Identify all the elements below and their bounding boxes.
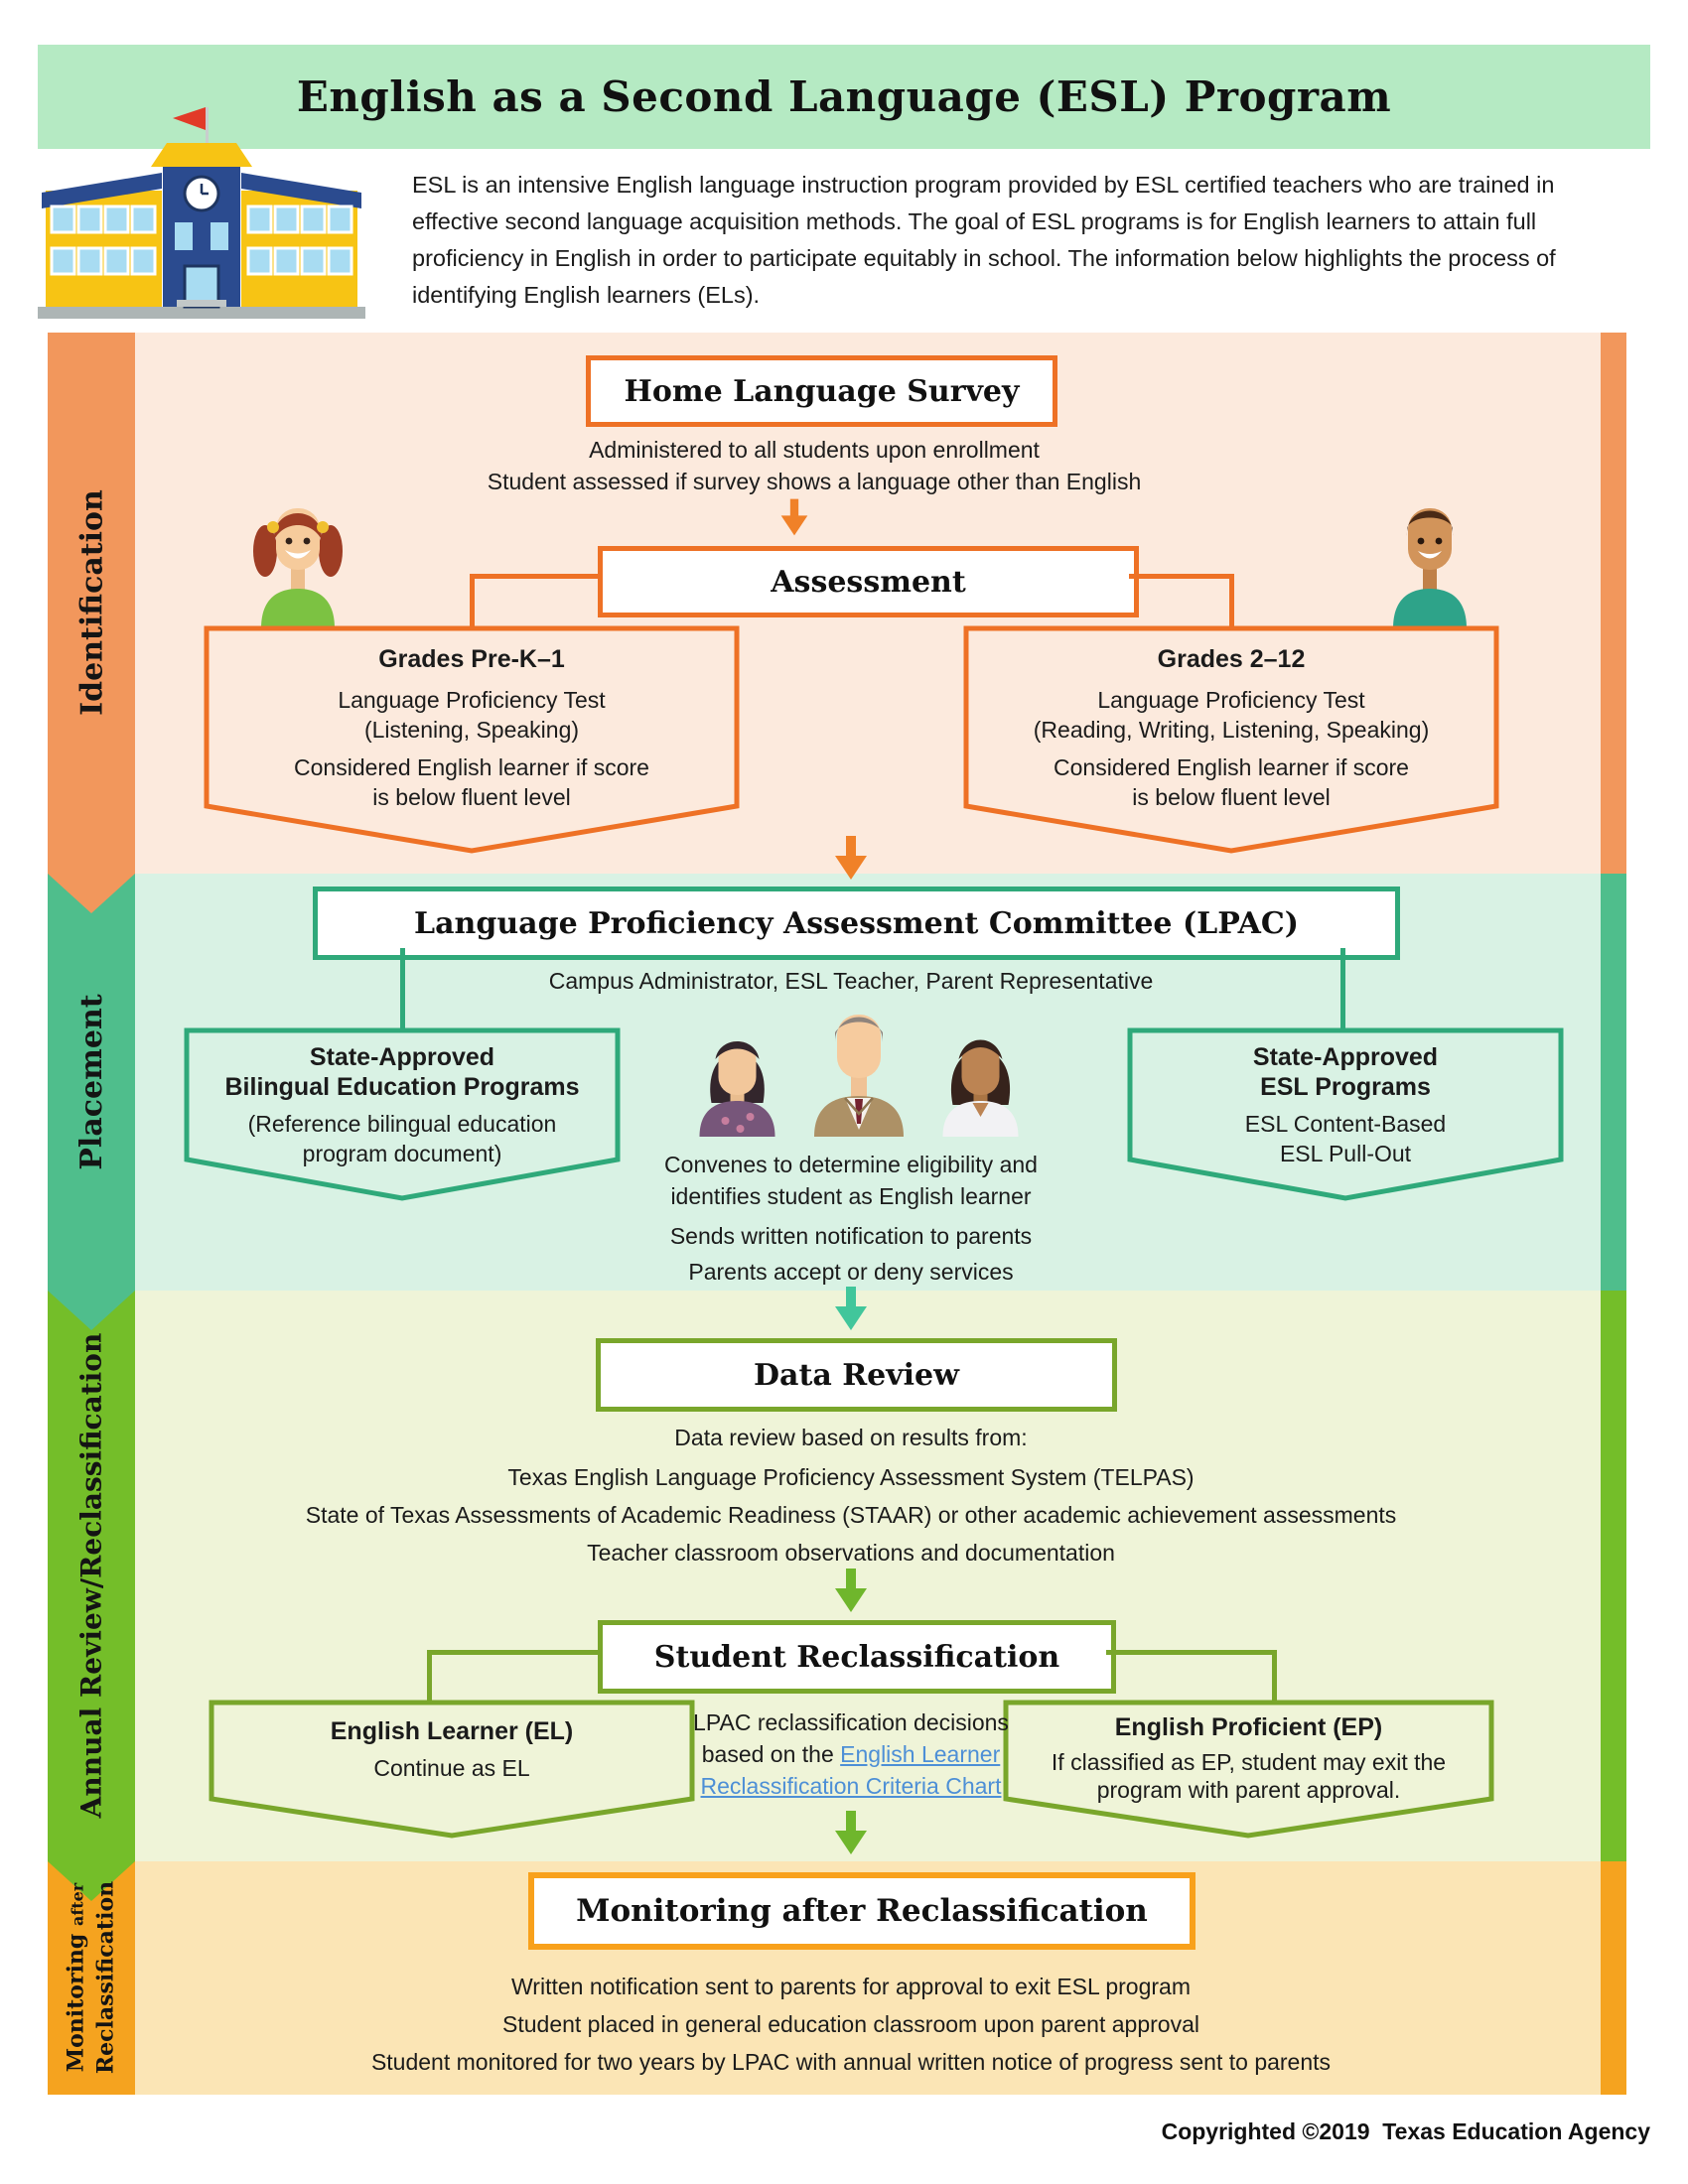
copyright-notice: Copyrighted ©2019 Texas Education Agency (1161, 2118, 1650, 2144)
sidebar-label-annual-review: Annual Review/Reclassification (74, 1332, 107, 1819)
girl-student-avatar (253, 508, 343, 628)
lpac-action-1b: identifies student as English learner (670, 1183, 1032, 1209)
english-learner-pennant: English Learner (EL) Continue as EL (209, 1700, 695, 1839)
sidebar-segment-placement (48, 874, 135, 1330)
window-grid-right (246, 205, 353, 276)
annual-review-right-strip (1601, 1291, 1626, 1861)
sidebar-label-monitoring: Monitoring after Reclassification (63, 1880, 119, 2075)
flag-pole (206, 107, 209, 147)
sidebar-label-identification: Identification (74, 489, 109, 716)
down-arrow-icon (835, 1569, 867, 1612)
intro-text: ESL is an intensive English language ins… (412, 172, 1556, 308)
sidebar-segment-identification (48, 333, 135, 913)
lpac-members: Campus Administrator, ESL Teacher, Paren… (548, 968, 1154, 994)
lpac-action-3: Parents accept or deny services (688, 1259, 1014, 1285)
sidebar-segment-monitoring (48, 1861, 135, 2095)
committee-member-avatar-1 (699, 1041, 775, 1137)
connector (400, 948, 405, 1031)
boy-student-avatar (1393, 508, 1467, 628)
lpac-box: Language Proficiency Assessment Committe… (313, 887, 1400, 960)
monitoring-note-2: Student placed in general education clas… (502, 2011, 1199, 2037)
connector (427, 1650, 432, 1704)
reclassification-note-2: based on the English Learner (701, 1741, 1001, 1767)
student-reclassification-box: Student Reclassification (598, 1620, 1116, 1694)
connector (1272, 1650, 1277, 1704)
connector (1129, 574, 1234, 579)
committee-member-avatar-3 (942, 1039, 1019, 1137)
bilingual-programs-pennant: State-Approved Bilingual Education Progr… (184, 1027, 621, 1201)
down-arrow-icon (780, 498, 808, 536)
connector (427, 1650, 598, 1655)
assessment-box: Assessment (598, 546, 1139, 617)
hls-note-2: Student assessed if survey shows a langu… (487, 469, 1142, 494)
flag-icon (173, 107, 206, 130)
window-grid-left (50, 205, 157, 276)
hls-note-1: Administered to all students upon enroll… (589, 437, 1040, 463)
down-arrow-icon (835, 1811, 867, 1854)
data-review-box: Data Review (596, 1338, 1117, 1412)
down-arrow-icon (835, 1287, 867, 1330)
english-proficient-pennant: English Proficient (EP) If classified as… (1003, 1700, 1494, 1839)
monitoring-note-1: Written notification sent to parents for… (511, 1974, 1191, 1999)
reclassification-note-1: LPAC reclassification decisions (693, 1709, 1009, 1735)
monitoring-right-strip (1601, 1861, 1626, 2095)
committee-member-avatar-2 (814, 1015, 904, 1137)
data-review-source-1: Texas English Language Proficiency Asses… (507, 1464, 1195, 1490)
reclassification-criteria-chart-link[interactable]: Reclassification Criteria Chart (700, 1773, 1002, 1799)
reclassification-criteria-chart-link[interactable]: English Learner (840, 1741, 1001, 1767)
grades-2-12-pennant: Grades 2–12 Language Proficiency Test (R… (963, 625, 1499, 854)
data-review-intro: Data review based on results from: (674, 1425, 1028, 1450)
grade-band-label: Grades Pre-K–1 (378, 645, 565, 673)
school-building-illustration (38, 107, 365, 319)
lpac-action-1a: Convenes to determine eligibility and (664, 1152, 1038, 1177)
monitoring-note-3: Student monitored for two years by LPAC … (370, 2049, 1332, 2075)
placement-right-strip (1601, 874, 1626, 1291)
process-sidebar (48, 333, 135, 2095)
grades-prek-1-pennant: Grades Pre-K–1 Language Proficiency Test… (204, 625, 740, 854)
identification-right-strip (1601, 333, 1626, 874)
header-bar: English as a Second Language (ESL) Progr… (38, 45, 1650, 149)
sidebar-label-placement: Placement (73, 994, 109, 1170)
data-review-source-2: State of Texas Assessments of Academic R… (305, 1502, 1397, 1528)
reclassification-note-3: Reclassification Criteria Chart (701, 1773, 1002, 1800)
home-language-survey-box: Home Language Survey (586, 355, 1057, 427)
sidebar-segment-annual-review (48, 1291, 135, 1901)
esl-programs-pennant: State-Approved ESL Programs ESL Content-… (1127, 1027, 1564, 1201)
data-review-source-3: Teacher classroom observations and docum… (587, 1540, 1115, 1566)
lpac-action-2: Sends written notification to parents (669, 1223, 1033, 1249)
grade-band-label: Grades 2–12 (1157, 645, 1306, 673)
connector (1106, 1650, 1277, 1655)
page-title: English as a Second Language (ESL) Progr… (296, 72, 1392, 121)
down-arrow-icon (835, 836, 867, 880)
monitoring-box: Monitoring after Reclassification (528, 1872, 1196, 1950)
connector (1229, 574, 1234, 629)
connector (470, 574, 475, 629)
connector (1340, 948, 1345, 1031)
connector (472, 574, 601, 579)
